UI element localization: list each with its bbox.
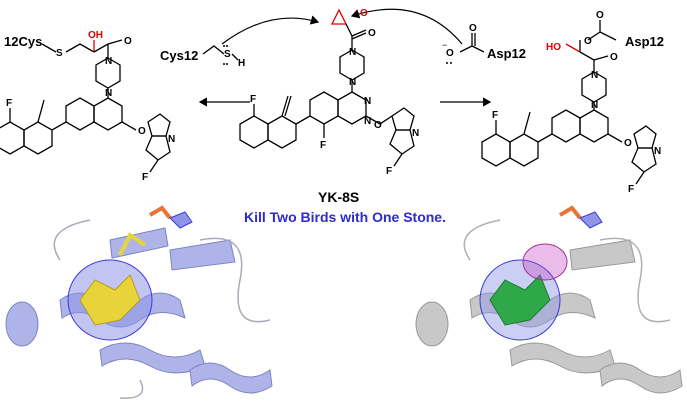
adduct-piperazine-n2: N — [105, 88, 112, 99]
asp-adduct-carbonyl-oxygen: O — [610, 52, 618, 63]
thiol-sulfur: S — [224, 49, 231, 60]
cys-attack-arrow — [221, 15, 320, 45]
asp-adduct-naphthyl-fluorine: F — [492, 110, 498, 121]
piperazine-n1: N — [349, 47, 356, 58]
protein-structure-left — [5, 205, 273, 399]
carbonyl-oxygen: O — [368, 28, 376, 39]
core-fluorine: F — [320, 140, 326, 151]
cofactor-left — [148, 205, 193, 229]
left-residue-label: 12Cys — [4, 34, 42, 49]
naphthyl-fluorine: F — [250, 94, 256, 105]
pyrrolizidine-n: N — [412, 128, 419, 139]
central-fluorine: F — [386, 166, 392, 177]
epoxide-oxygen: O — [360, 8, 368, 19]
adduct-hydroxyl: OH — [88, 30, 103, 41]
sulfur-lone-pairs — [223, 45, 228, 65]
asp-adduct-ether-oxygen: O — [624, 138, 632, 149]
central-molecule — [239, 8, 415, 167]
ligand-mesh-left — [67, 232, 153, 341]
compound-name: YK-8S — [318, 189, 359, 205]
cys-thiol — [202, 45, 239, 61]
adduct-sulfur: S — [56, 48, 63, 59]
asp-adduct-molecule — [481, 20, 657, 185]
adduct-naphthyl-fluorine: F — [6, 98, 12, 109]
asp-adduct-pyrrolizidine-n: N — [654, 146, 661, 157]
adduct-carbonyl-oxygen: O — [124, 36, 132, 47]
cys-adduct-molecule — [0, 39, 171, 173]
right-residue-label: Asp12 — [625, 34, 664, 49]
asp-adduct-fluorine: F — [628, 184, 634, 195]
asp-attack-arrow — [350, 8, 463, 45]
carboxylate-oxygen-minus: O — [446, 48, 454, 59]
adduct-piperazine-n1: N — [105, 56, 112, 67]
adduct-pyrrolizidine-n: N — [168, 134, 175, 145]
adduct-fluorine: F — [142, 172, 148, 183]
thiol-hydrogen: H — [238, 58, 245, 69]
ether-oxygen: O — [374, 120, 382, 131]
asp-adduct-piperazine-n1: N — [591, 70, 598, 81]
piperazine-n2: N — [349, 77, 356, 88]
asp-carboxylate — [459, 33, 485, 53]
oxygen-lone-pairs — [446, 62, 452, 64]
ligand-mesh-right — [479, 243, 568, 341]
pyrimidine-n1: N — [364, 96, 371, 107]
pyrimidine-n2: N — [364, 116, 371, 127]
ester-carbonyl-oxygen: O — [596, 10, 604, 21]
slogan-text: Kill Two Birds with One Stone. — [244, 209, 446, 225]
asp-adduct-hydroxyl: HO — [546, 42, 561, 53]
cofactor-right — [558, 205, 603, 229]
negative-charge: − — [442, 40, 447, 50]
cys-nucleophile-label: Cys12 — [160, 48, 198, 63]
asp-adduct-piperazine-n2: N — [591, 100, 598, 111]
carboxylate-oxygen: O — [469, 23, 477, 34]
asp-nucleophile-label: Asp12 — [487, 46, 526, 61]
protein-structure-right — [415, 205, 683, 394]
adduct-ether-oxygen: O — [138, 126, 146, 137]
ester-oxygen: O — [584, 36, 592, 47]
